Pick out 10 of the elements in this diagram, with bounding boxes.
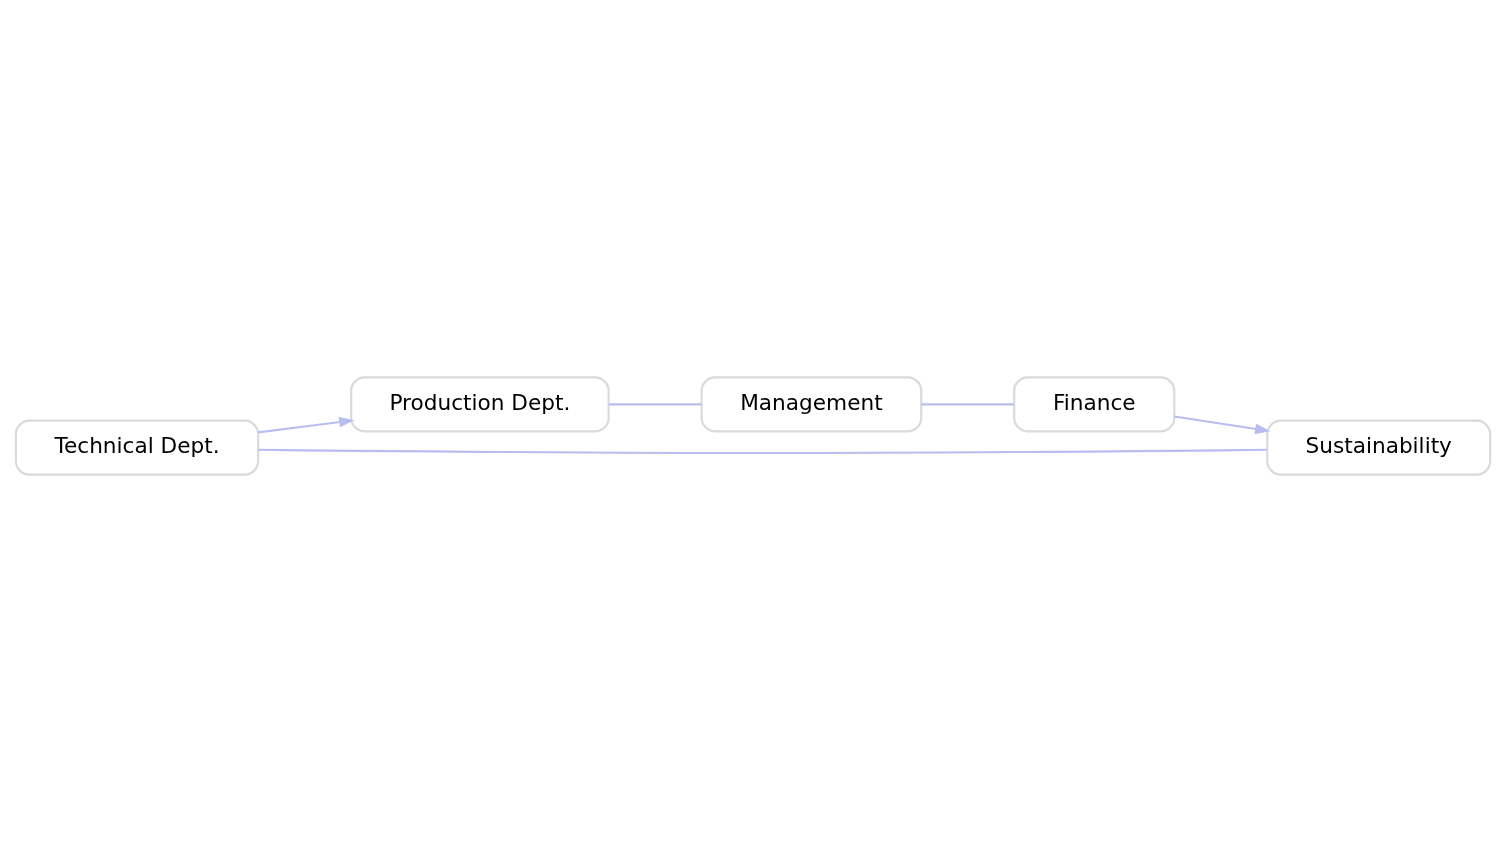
node-box: Management <box>700 376 923 433</box>
arrow <box>258 416 355 434</box>
node-box: Technical Dept. <box>14 419 260 476</box>
node-box: Production Dept. <box>350 376 610 433</box>
arrow <box>1174 415 1271 435</box>
connector <box>258 448 1267 455</box>
connector <box>921 403 1014 406</box>
connector <box>608 403 702 406</box>
node-box: Sustainability <box>1266 419 1492 476</box>
node-box: Finance <box>1013 376 1176 433</box>
